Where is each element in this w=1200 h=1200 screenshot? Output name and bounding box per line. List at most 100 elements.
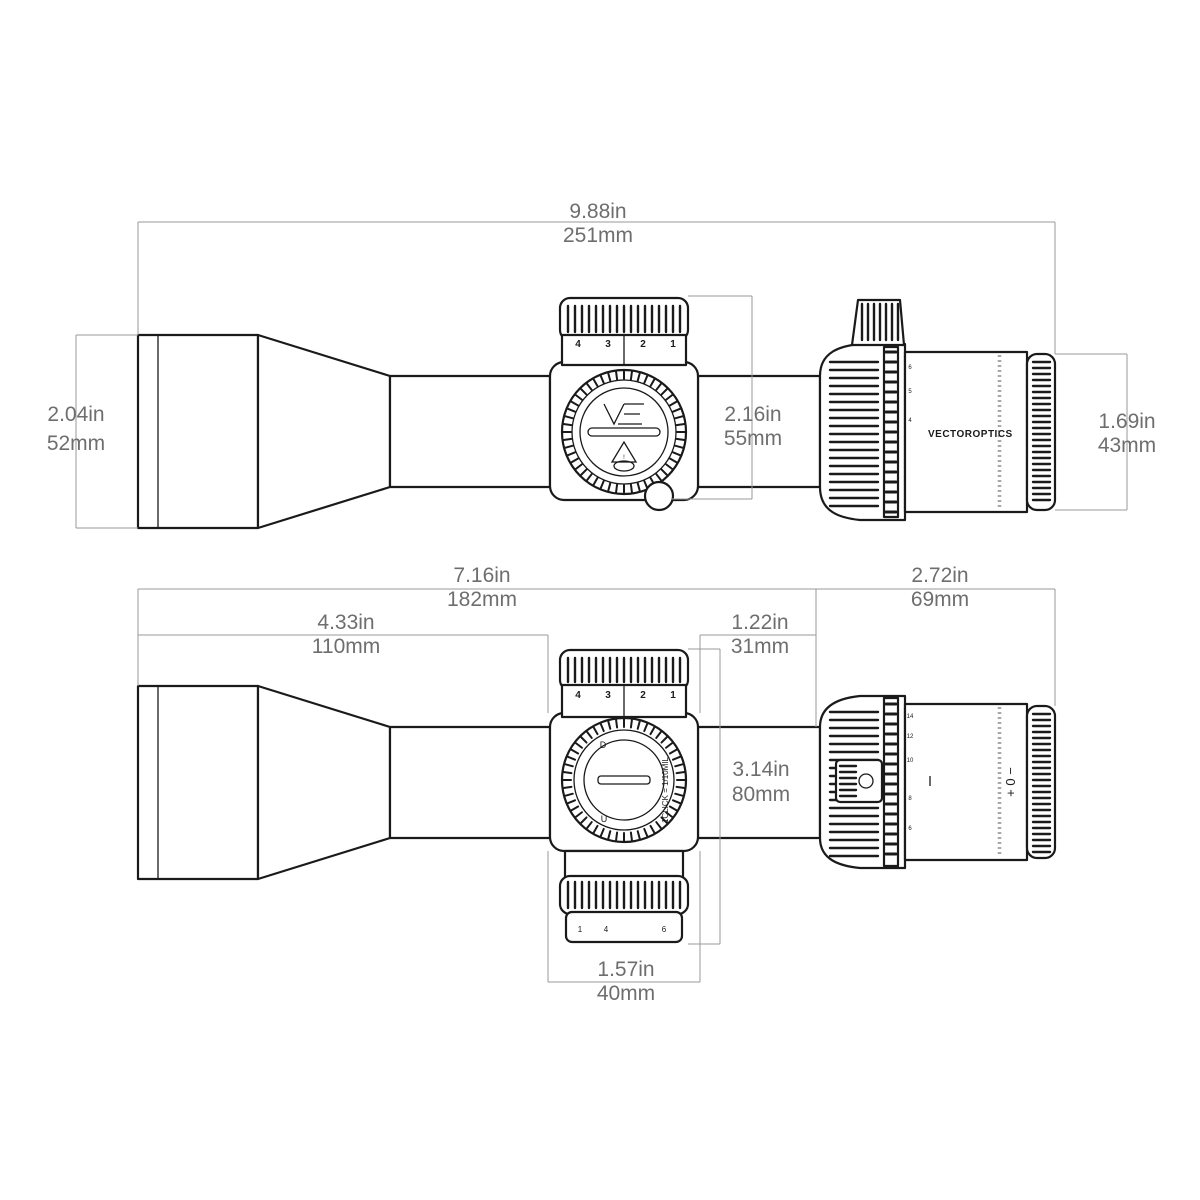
- decor-line: [579, 468, 588, 477]
- eyepiece-side-ticks: [997, 707, 1002, 854]
- decor-line: [592, 824, 599, 834]
- decor-line: [636, 482, 641, 492]
- turret-width-label: 3.14in 80mm: [732, 758, 790, 806]
- decor-line: [570, 748, 580, 755]
- decor-line: [615, 718, 619, 729]
- decor-line: [566, 755, 577, 761]
- level-icon: [613, 460, 635, 472]
- decor-line: [660, 387, 669, 396]
- svg-text:10: 10: [907, 758, 914, 764]
- svg-text:8: 8: [908, 796, 912, 802]
- decor-line: [607, 372, 612, 382]
- svg-text:4: 4: [908, 418, 912, 424]
- decor-line: [599, 827, 605, 838]
- decor-line: [665, 741, 674, 749]
- decor-line: [615, 483, 619, 494]
- diopter-label: + 0 −: [1003, 767, 1018, 797]
- elevation-side-knurl: [566, 656, 682, 684]
- decor-line: [579, 387, 588, 396]
- power-ring-knurl: [828, 360, 880, 508]
- svg-text:3: 3: [605, 339, 611, 350]
- decor-line: [643, 827, 649, 838]
- svg-text:40mm: 40mm: [597, 982, 655, 1005]
- windage-side-teeth: [562, 718, 686, 842]
- decor-line: [585, 382, 593, 391]
- parallax-knurl: [566, 880, 682, 910]
- overall-length-label: 9.88in 251mm: [563, 200, 633, 247]
- decor-line: [585, 730, 593, 739]
- eyepiece-diameter-label: 1.69in 43mm: [1098, 410, 1156, 457]
- objective-taper: [256, 333, 392, 530]
- svg-text:182mm: 182mm: [447, 588, 517, 611]
- decor-line: [675, 771, 686, 775]
- decor-line: [671, 407, 682, 413]
- svg-text:4: 4: [575, 690, 581, 701]
- svg-text:1: 1: [670, 690, 676, 701]
- decor-line: [629, 718, 633, 729]
- objective-diameter-label: 2.04in 52mm: [47, 403, 105, 455]
- decor-line: [570, 805, 580, 812]
- decor-line: [671, 799, 682, 805]
- decor-line: [570, 400, 580, 407]
- svg-text:80mm: 80mm: [732, 783, 790, 806]
- svg-text:2.04in: 2.04in: [47, 403, 104, 426]
- turret-height-label: 2.16in 55mm: [724, 403, 782, 450]
- decor-line: [585, 473, 593, 482]
- power-band-side-ticks: [884, 702, 898, 856]
- decor-line: [655, 382, 663, 391]
- front-to-ocular-label: 7.16in 182mm: [447, 564, 517, 611]
- warning-icon: [610, 440, 638, 463]
- svg-text:4.33in: 4.33in: [317, 611, 374, 634]
- side-dimension-lines: [137, 588, 1056, 983]
- dial-slot: [587, 427, 661, 437]
- diopter-side-knurl: [1031, 712, 1052, 854]
- decor-line: [574, 811, 583, 819]
- decor-line: [674, 792, 684, 797]
- decor-line: [660, 468, 669, 477]
- decor-line: [668, 748, 678, 755]
- decor-line: [564, 763, 574, 768]
- side-view: 4 3 2 1 D U 1CLICK = 1/10MIL 1 4 6: [136, 648, 1057, 944]
- ve-logo: VE: [603, 403, 644, 426]
- elevation-scale: 4 3 2 1: [575, 335, 676, 365]
- decor-line: [675, 785, 686, 789]
- decor-line: [607, 830, 612, 840]
- lower-body: [563, 849, 685, 881]
- decor-line: [636, 720, 641, 730]
- decor-line: [592, 476, 599, 486]
- svg-text:31mm: 31mm: [731, 635, 789, 658]
- svg-text:1.22in: 1.22in: [731, 611, 788, 634]
- svg-text:1: 1: [578, 925, 583, 934]
- decor-line: [660, 816, 669, 825]
- svg-text:110mm: 110mm: [312, 635, 380, 658]
- decor-line: [668, 400, 678, 407]
- svg-text:1CLICK = 1/10MIL: 1CLICK = 1/10MIL: [661, 756, 670, 823]
- decor-line: [566, 407, 577, 413]
- magnification-side-scale: 6 8 10 12 14: [907, 714, 914, 832]
- decor-line: [564, 792, 574, 797]
- decor-line: [649, 824, 656, 834]
- illumination-knob: [643, 480, 675, 512]
- decor-line: [636, 372, 641, 382]
- decor-line: [655, 821, 663, 830]
- decor-line: [629, 483, 633, 494]
- decor-line: [564, 444, 574, 449]
- decor-line: [674, 415, 684, 420]
- svg-text:6: 6: [662, 925, 667, 934]
- svg-text:2: 2: [640, 339, 646, 350]
- parallax-scale-ring: [564, 910, 684, 944]
- objective-bell: [136, 333, 260, 530]
- decor-line: [562, 785, 573, 789]
- decor-line: [668, 457, 678, 464]
- decor-line: [643, 374, 649, 385]
- svg-text:7.16in: 7.16in: [453, 564, 510, 587]
- eyepiece-body-side: [903, 702, 1029, 862]
- diopter-ring: [1025, 352, 1057, 512]
- decor-line: [674, 444, 684, 449]
- mount-length-label: 1.22in 31mm: [731, 611, 789, 658]
- throw-lever-side-lines: [838, 764, 858, 798]
- decor-line: [675, 437, 686, 441]
- svg-text:9.88in: 9.88in: [569, 200, 626, 223]
- decor-line: [607, 482, 612, 492]
- decor-line: [566, 799, 577, 805]
